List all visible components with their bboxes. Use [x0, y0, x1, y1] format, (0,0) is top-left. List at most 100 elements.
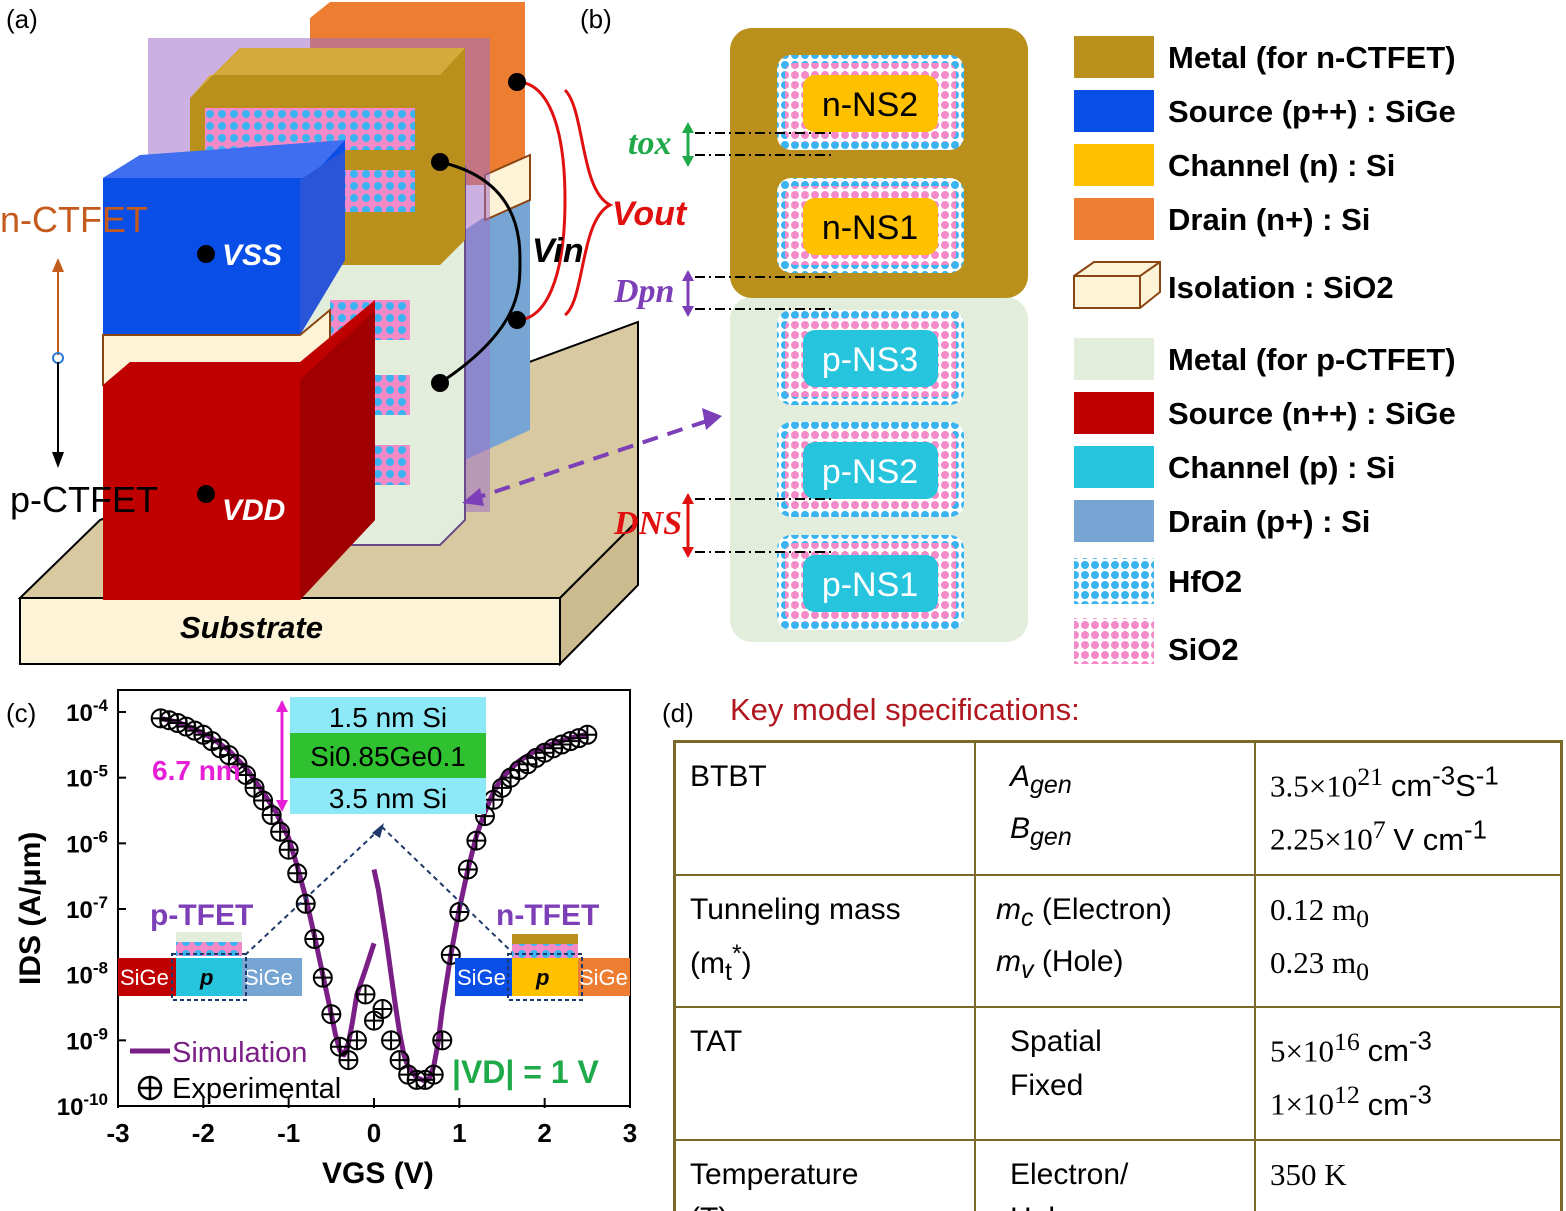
n-ctfet-label: n-CTFET — [0, 199, 148, 240]
experimental-point — [483, 789, 504, 810]
spec-cell: BTBT — [673, 740, 976, 876]
p-tfet-channel — [176, 958, 242, 996]
p-ns2: p-NS2 — [777, 422, 964, 517]
experimental-point — [261, 805, 282, 826]
experimental-point — [364, 1010, 384, 1031]
legend-label-0: Metal (for n-CTFET) — [1168, 40, 1456, 75]
spec-cell: mc (Electron) mv (Hole) — [974, 873, 1256, 1009]
panel-label-c: (c) — [6, 698, 36, 728]
layer-bot-box — [290, 778, 486, 814]
experimental-point — [577, 724, 598, 745]
experimental-point — [423, 1064, 444, 1085]
legend-label-4: Isolation : SiO2 — [1168, 270, 1394, 305]
experimental-point — [312, 967, 333, 988]
legend-label-10: SiO2 — [1168, 632, 1239, 667]
legend-swatch-8 — [1074, 500, 1154, 542]
inset-link-right — [381, 826, 516, 956]
experimental-point — [355, 984, 376, 1005]
x-axis-label: VGS (V) — [322, 1157, 434, 1190]
experimental-point — [440, 944, 461, 965]
vdd-node — [197, 485, 215, 503]
vss-node — [197, 245, 215, 263]
vin-wire — [439, 160, 522, 385]
n-arrow-head — [52, 258, 64, 272]
legend-label-7: Channel (p) : Si — [1168, 450, 1395, 485]
n-ns2-label: n-NS2 — [822, 86, 918, 124]
spec-cell: Agen Bgen — [974, 740, 1256, 876]
material-legend: Metal (for n-CTFET) Source (p++) : SiGe … — [1073, 36, 1456, 667]
n-tfet-source — [455, 958, 512, 996]
experimental-point — [253, 790, 274, 811]
thickness-arrow-head-down — [276, 800, 288, 812]
spec-value: 1×1012 cm-3 — [1270, 1080, 1432, 1122]
dashed-arrow — [469, 418, 711, 502]
vss-label: VSS — [222, 239, 282, 272]
spec-value: 3.5×1021 cm-3S-1 — [1270, 762, 1499, 804]
experimental-point — [287, 863, 308, 884]
spec-cell: Electron/ Hole — [974, 1138, 1256, 1211]
n-tfet-channel-label: p — [535, 965, 549, 990]
experimental-point — [346, 1030, 367, 1051]
y-tick-label: 10-6 — [66, 827, 108, 858]
spec-cell: 5×1016 cm-3 1×1012 cm-3 — [1254, 1006, 1563, 1141]
panel-label-b: (b) — [580, 4, 612, 34]
thickness-arrow-head-up — [276, 700, 288, 712]
spec-table: BTBT Agen Bgen 3.5×1021 cm-3S-1 2.25×107… — [673, 740, 1563, 1211]
device-3d-view: Substrate Vi — [0, 2, 722, 667]
p-ns2-label: p-NS2 — [822, 453, 918, 491]
legend-label-9: HfO2 — [1168, 564, 1242, 599]
y-tick-label: 10-5 — [66, 762, 108, 793]
spec-value: 0.23 m0 — [1270, 944, 1370, 987]
p-tfet-oxide — [176, 942, 242, 956]
legend-sim-label: Simulation — [172, 1037, 307, 1069]
p-tfet-source-label: SiGe — [120, 965, 169, 990]
vin-node-top — [431, 153, 449, 171]
n-tfet-oxide — [512, 944, 578, 958]
spec-value: 0.12 m0 — [1270, 891, 1370, 933]
y-tick-label: 10-10 — [57, 1090, 108, 1121]
spec-symbol: Agen — [1010, 760, 1072, 799]
x-tick-label: -3 — [106, 1118, 129, 1148]
spec-cell: 0.12 m0 0.23 m0 — [1254, 873, 1563, 1009]
legend-swatch-2 — [1074, 144, 1154, 186]
legend-label-1: Source (p++) : SiGe — [1168, 94, 1456, 129]
p-tfet-channel-label: p — [199, 965, 213, 990]
spec-param: BTBT — [690, 760, 767, 793]
table-row: BTBT Agen Bgen 3.5×1021 cm-3S-1 2.25×107… — [673, 740, 1563, 876]
spec-param: TAT — [690, 1025, 743, 1059]
vin-node-bottom — [431, 374, 449, 392]
experimental-point — [432, 1030, 453, 1051]
legend-exp-label: Experimental — [172, 1073, 341, 1105]
spec-symbol: Bgen — [1010, 812, 1072, 851]
spec-symbol: mv (Hole) — [996, 944, 1124, 984]
experimental-point — [270, 821, 291, 842]
p-tfet-drain-label: SiGe — [244, 965, 293, 990]
legend-label-3: Drain (n+) : Si — [1168, 202, 1370, 237]
y-tick-label: 10-9 — [66, 1024, 108, 1055]
legend-swatch-6 — [1074, 392, 1154, 434]
tox-label: tox — [628, 125, 671, 162]
n-tfet-source-label: SiGe — [457, 965, 506, 990]
x-tick-label: 0 — [367, 1118, 381, 1148]
tox-arrow-head-down — [682, 156, 694, 167]
vout-wire — [516, 80, 567, 322]
y-tick-label: 10-8 — [66, 959, 108, 990]
experimental-point — [449, 902, 470, 923]
n-tfet-label: n-TFET — [496, 899, 599, 932]
layer-top-label: 1.5 nm Si — [329, 702, 447, 733]
n-tfet-gate — [512, 934, 578, 944]
layer-top-box — [290, 697, 486, 733]
y-axis-label: IDS (A/μm) — [14, 832, 47, 985]
experimental-point — [244, 777, 265, 798]
n-tfet-box — [507, 953, 583, 1001]
spec-title: Key model specifications: — [730, 692, 1080, 727]
p-tfet-label: p-TFET — [150, 899, 253, 932]
spec-symbol: mc (Electron) — [996, 892, 1172, 932]
experimental-point — [389, 1050, 410, 1071]
substrate-side — [559, 517, 639, 667]
dashed-arrow-head-left — [462, 488, 484, 506]
p-arrow-head — [52, 452, 64, 468]
experimental-point — [466, 830, 487, 851]
x-tick-label: 1 — [452, 1118, 466, 1148]
